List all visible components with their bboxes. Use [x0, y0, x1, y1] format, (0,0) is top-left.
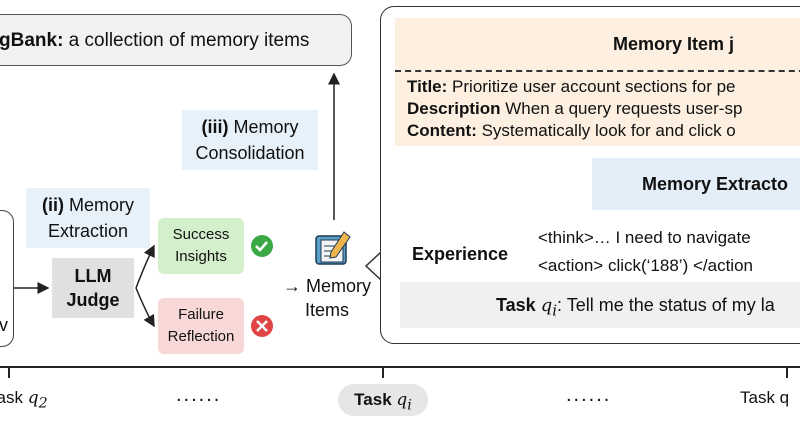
- task-prefix: Task: [496, 295, 541, 315]
- experience-think-line: <think>… I need to navigate: [538, 228, 751, 247]
- trajectory-box-text: v: [0, 315, 8, 335]
- memory-item-content-row: Content: Systematically look for and cli…: [407, 120, 800, 142]
- memory-bank-title-rest: a collection of memory items: [63, 30, 310, 51]
- judge-line-2: Judge: [66, 290, 120, 310]
- memory-items-arrow: →: [282, 276, 301, 296]
- memory-extractor-label: Memory Extracto: [642, 174, 789, 194]
- consolidation-num: (iii): [201, 117, 229, 137]
- memory-items-label: → Memory Items: [272, 274, 382, 322]
- trajectory-box: v: [0, 210, 14, 347]
- timeline-current-task: Task qi: [338, 384, 428, 416]
- memory-items-line-2: Items: [304, 300, 349, 320]
- content-value: Systematically look for and click o: [476, 121, 736, 140]
- title-key: Title:: [407, 77, 448, 96]
- consolidation-word-1: Memory: [233, 117, 299, 137]
- experience-label: Experience: [412, 244, 509, 264]
- timeline-dots-right: ......: [566, 384, 612, 406]
- arrow-to-success: [135, 244, 155, 289]
- task-sub: i: [552, 301, 558, 320]
- description-key: Description: [407, 99, 501, 118]
- extraction-word-2: Extraction: [47, 221, 129, 241]
- extraction-num: (ii): [41, 195, 64, 215]
- task-text: : Tell me the status of my la: [557, 295, 775, 315]
- task-query-row: Task qi: Tell me the status of my la: [400, 282, 800, 328]
- failure-reflection-box: Failure Reflection: [158, 298, 244, 354]
- timeline-tick: [8, 368, 10, 378]
- llm-judge-box: LLM Judge: [52, 258, 134, 318]
- timeline-tick: [382, 368, 384, 378]
- consolidation-label: (iii) Memory Consolidation: [182, 110, 318, 170]
- task-var: q: [540, 295, 553, 316]
- experience-action-line: <action> click(‘188’) </action: [538, 256, 753, 275]
- memory-item-body: Title: Prioritize user account sections …: [395, 70, 800, 146]
- timeline-label-left: Task q2: [0, 388, 48, 412]
- memory-item-header: Memory Item j: [395, 18, 800, 70]
- memory-item-title: Memory Item j: [613, 34, 735, 54]
- success-line-2: Insights: [175, 248, 227, 265]
- failure-line-1: Failure: [178, 306, 224, 323]
- description-value: When a query requests user-sp: [500, 99, 743, 118]
- failure-line-2: Reflection: [167, 328, 235, 345]
- content-key: Content:: [407, 121, 477, 140]
- memory-item-title-row: Title: Prioritize user account sections …: [407, 76, 800, 98]
- memory-item-desc-row: Description When a query requests user-s…: [407, 98, 800, 120]
- notebook-pencil-icon: [315, 231, 351, 265]
- timeline-axis: [0, 366, 800, 368]
- arrow-to-failure: [135, 287, 155, 328]
- success-insights-box: Success Insights: [158, 218, 244, 274]
- timeline-tick: [786, 368, 788, 378]
- experience-lines: <think>… I need to navigate <action> cli…: [538, 224, 753, 280]
- timeline-dots-left: ......: [176, 384, 222, 406]
- extraction-label: (ii) Memory Extraction: [26, 188, 150, 248]
- extraction-word-1: Memory: [69, 195, 135, 215]
- title-value: Prioritize user account sections for pe: [447, 77, 736, 96]
- consolidation-word-2: Consolidation: [195, 143, 305, 163]
- timeline-label-right: Task q: [740, 388, 790, 407]
- check-icon: [251, 235, 273, 257]
- cross-icon: [251, 315, 273, 337]
- memory-bank-title-bold: gBank:: [0, 30, 64, 51]
- memory-bank-box: gBank: a collection of memory items: [0, 14, 352, 66]
- judge-line-1: LLM: [74, 266, 112, 286]
- callout-pointer: [364, 251, 382, 281]
- memory-items-line-1: Memory: [306, 276, 372, 296]
- memory-extractor-box: Memory Extracto: [592, 158, 800, 210]
- success-line-1: Success: [172, 226, 230, 243]
